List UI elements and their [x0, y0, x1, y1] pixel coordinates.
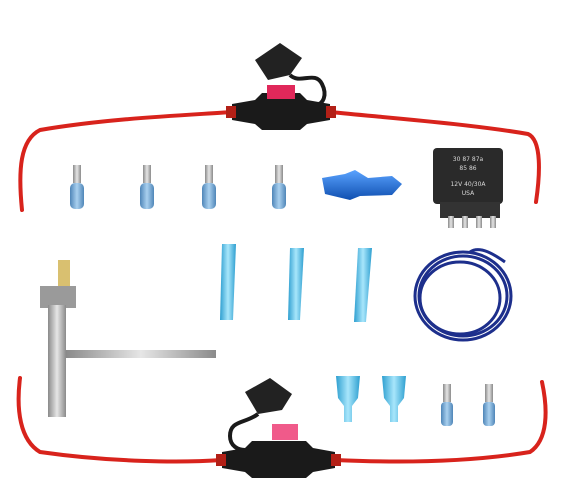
- switch-lever: [48, 305, 66, 417]
- bottom-wire-boot-left: [216, 454, 226, 466]
- small-terminal: [202, 165, 216, 209]
- blue-wire-coil: [413, 248, 513, 342]
- top-fuse-blade: [267, 85, 295, 99]
- bottom-red-wire: [16, 376, 548, 464]
- large-female-terminal: [382, 376, 406, 422]
- heat-shrink-connector: [354, 248, 372, 322]
- large-terminals: [336, 376, 406, 422]
- relay-body: [433, 148, 503, 204]
- bottom-fuse-blade: [272, 424, 298, 440]
- heat-shrink-connector: [220, 244, 236, 320]
- switch-blade: [58, 260, 70, 290]
- small-terminal: [140, 165, 154, 209]
- relay-label-line2: 85 86: [459, 165, 476, 172]
- top-red-wire: [18, 110, 541, 212]
- relay-label-line1: 30 87 87a: [453, 156, 484, 163]
- top-wire-boot-left: [226, 106, 236, 118]
- large-female-terminal: [336, 376, 360, 422]
- top-wire-boot-right: [326, 106, 336, 118]
- small-terminal: [272, 165, 286, 209]
- relay: 30 87 87a 85 86 12V 40/30A USA: [433, 148, 503, 228]
- small-terminal-row-2: [441, 384, 495, 426]
- blue-tap-connector: [322, 170, 402, 200]
- small-terminal: [70, 165, 84, 209]
- top-fuse-holder: [232, 93, 330, 130]
- bottom-fuse-strap: [227, 412, 260, 452]
- bottom-fuse-harness: [16, 376, 548, 478]
- small-terminal: [441, 384, 453, 426]
- relay-label-line3: 12V 40/30A: [450, 181, 486, 188]
- switch-body: [40, 286, 76, 308]
- heat-shrink-connector: [288, 248, 304, 320]
- switch-bracket: [66, 350, 216, 358]
- top-fuse-harness: [18, 43, 541, 212]
- small-terminal-row: [70, 165, 286, 209]
- micro-switch-assembly: [40, 260, 216, 417]
- bottom-fuse-cap: [245, 378, 292, 414]
- top-fuse-cap: [255, 43, 302, 80]
- top-fuse-strap: [288, 73, 327, 106]
- small-terminal: [483, 384, 495, 426]
- bottom-fuse-holder: [222, 441, 335, 478]
- relay-label-line4: USA: [462, 190, 475, 197]
- heat-shrink-connectors: [220, 244, 372, 322]
- bottom-wire-boot-right: [331, 454, 341, 466]
